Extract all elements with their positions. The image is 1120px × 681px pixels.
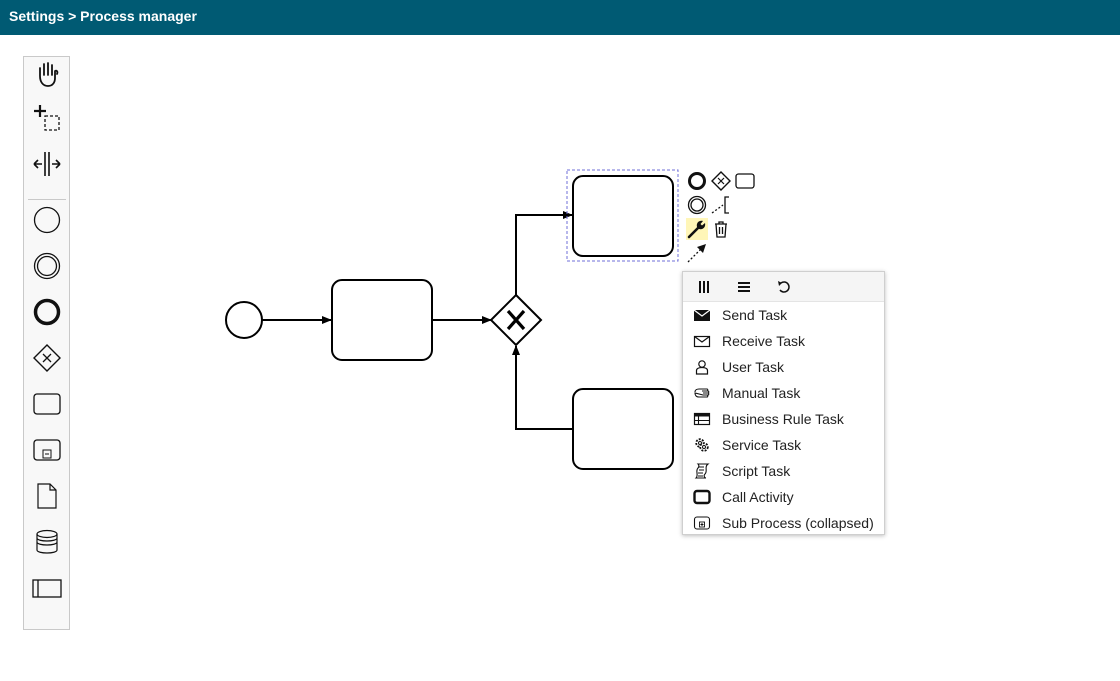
change-type-button[interactable] xyxy=(686,218,708,240)
sequence-flow[interactable] xyxy=(512,345,573,430)
palette-separator xyxy=(28,199,66,200)
menu-item-business-rule-task[interactable]: Business Rule Task xyxy=(683,406,884,432)
sequence-flow[interactable] xyxy=(515,211,573,295)
breadcrumb[interactable]: Settings > Process manager xyxy=(9,8,197,24)
menu-item-label: Script Task xyxy=(722,463,791,479)
menu-item-label: Business Rule Task xyxy=(722,411,844,427)
gateway-icon xyxy=(711,171,731,191)
diagram-canvas[interactable] xyxy=(0,35,1120,681)
manual-task-icon xyxy=(693,384,711,402)
lasso-tool-button[interactable] xyxy=(30,102,64,136)
parallel-multi-instance-button[interactable] xyxy=(693,276,715,298)
hand-icon xyxy=(39,62,59,87)
gateway-tool-button[interactable] xyxy=(30,341,64,375)
participant-icon xyxy=(32,579,62,598)
intermediate-event-icon xyxy=(33,252,61,280)
exclusive-gateway[interactable] xyxy=(489,293,543,347)
space-tool-button[interactable] xyxy=(30,147,64,181)
text-annotation-icon xyxy=(711,196,729,214)
start-event-icon xyxy=(33,206,61,234)
menu-item-label: User Task xyxy=(722,359,784,375)
sequential-multi-instance-button[interactable] xyxy=(733,276,755,298)
menu-item-label: Service Task xyxy=(722,437,802,453)
menu-item-send-task[interactable]: Send Task xyxy=(683,302,884,328)
replace-menu: Send Task Receive Task User Task Manual … xyxy=(682,271,885,535)
gateway-icon xyxy=(33,344,61,372)
user-task-icon xyxy=(693,358,711,376)
replace-menu-header xyxy=(683,272,884,302)
append-end-event-button[interactable] xyxy=(686,170,708,192)
call-activity-icon xyxy=(693,488,711,506)
menu-item-receive-task[interactable]: Receive Task xyxy=(683,328,884,354)
data-store-tool-button[interactable] xyxy=(30,525,64,559)
subprocess-tool-button[interactable] xyxy=(30,433,64,467)
data-object-tool-button[interactable] xyxy=(30,479,64,513)
subprocess-collapsed-icon xyxy=(693,514,711,532)
data-object-icon xyxy=(37,483,57,509)
connect-button[interactable] xyxy=(686,242,708,264)
task-2[interactable] xyxy=(572,175,674,257)
intermediate-event-icon xyxy=(687,195,707,215)
menu-item-label: Sub Process (collapsed) xyxy=(722,515,874,531)
start-event-tool-button[interactable] xyxy=(30,203,64,237)
menu-item-label: Call Activity xyxy=(722,489,794,505)
start-event[interactable] xyxy=(225,301,263,339)
selection-outline xyxy=(566,169,679,262)
connect-icon xyxy=(687,244,706,263)
participant-tool-button[interactable] xyxy=(30,571,64,605)
menu-item-label: Receive Task xyxy=(722,333,806,349)
wrench-icon xyxy=(687,220,706,239)
top-bar: Settings > Process manager xyxy=(0,0,1120,35)
task-icon xyxy=(33,393,61,415)
menu-item-user-task[interactable]: User Task xyxy=(683,354,884,380)
trash-icon xyxy=(715,221,727,238)
delete-button[interactable] xyxy=(710,218,732,240)
append-task-button[interactable] xyxy=(734,170,756,192)
receive-task-icon xyxy=(693,332,711,350)
sequential-multi-instance-icon xyxy=(738,282,750,292)
hand-tool-button[interactable] xyxy=(30,57,64,91)
script-task-icon xyxy=(693,462,711,480)
append-intermediate-event-button[interactable] xyxy=(686,194,708,216)
loop-button[interactable] xyxy=(773,276,795,298)
loop-icon xyxy=(778,281,790,293)
intermediate-event-tool-button[interactable] xyxy=(30,249,64,283)
subprocess-icon xyxy=(33,439,61,461)
task-icon xyxy=(735,173,755,189)
send-task-icon xyxy=(693,306,711,324)
menu-item-call-activity[interactable]: Call Activity xyxy=(683,484,884,510)
task-1[interactable] xyxy=(331,279,433,361)
end-event-tool-button[interactable] xyxy=(30,295,64,329)
data-store-icon xyxy=(36,529,58,554)
service-task-icon xyxy=(693,436,711,454)
task-tool-button[interactable] xyxy=(30,387,64,421)
menu-item-label: Send Task xyxy=(722,307,788,323)
menu-item-script-task[interactable]: Script Task xyxy=(683,458,884,484)
append-text-annotation-button[interactable] xyxy=(710,194,732,216)
tool-palette xyxy=(23,56,70,630)
space-icon xyxy=(33,152,61,176)
business-rule-task-icon xyxy=(693,410,711,428)
menu-item-subprocess-collapsed[interactable]: Sub Process (collapsed) xyxy=(683,510,884,536)
end-event-icon xyxy=(33,298,61,326)
lasso-icon xyxy=(34,105,60,131)
append-gateway-button[interactable] xyxy=(710,170,732,192)
menu-item-manual-task[interactable]: Manual Task xyxy=(683,380,884,406)
end-event-icon xyxy=(688,172,706,190)
menu-item-service-task[interactable]: Service Task xyxy=(683,432,884,458)
menu-item-label: Manual Task xyxy=(722,385,801,401)
task-3[interactable] xyxy=(572,388,674,470)
parallel-multi-instance-icon xyxy=(699,281,709,293)
